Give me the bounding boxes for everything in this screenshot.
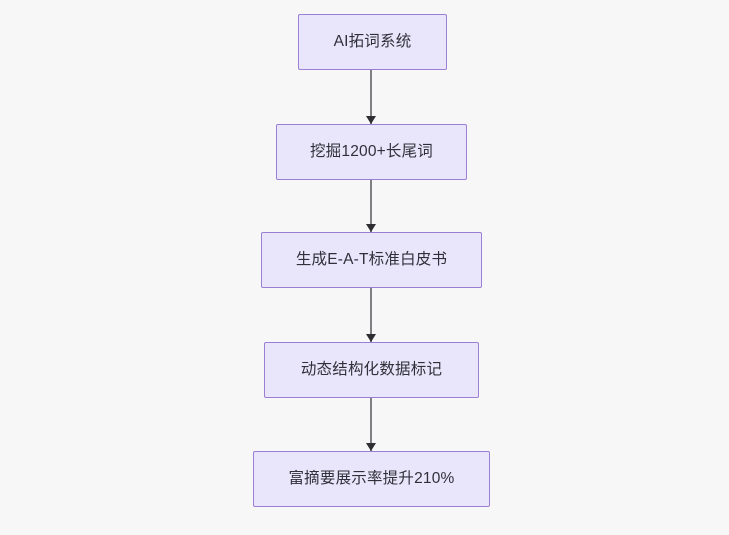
flow-node-label: 挖掘1200+长尾词 <box>309 142 434 160</box>
edge-line <box>370 180 372 232</box>
flow-node-rich-snippet-impression-lift[interactable]: 富摘要展示率提升210% <box>253 451 490 507</box>
arrow-down-icon <box>365 442 376 451</box>
flow-edge-4 <box>365 398 376 451</box>
arrow-down-icon <box>365 333 376 342</box>
edge-line <box>370 288 372 342</box>
arrow-down-icon <box>365 115 376 124</box>
flow-node-label: 动态结构化数据标记 <box>300 360 443 378</box>
edge-line <box>370 398 372 451</box>
flow-node-generate-eat-whitepaper[interactable]: 生成E-A-T标准白皮书 <box>261 232 482 288</box>
flow-node-label: 生成E-A-T标准白皮书 <box>295 250 448 268</box>
flow-node-label: 富摘要展示率提升210% <box>288 469 455 487</box>
flow-edge-3 <box>365 288 376 342</box>
flow-node-dynamic-structured-data-markup[interactable]: 动态结构化数据标记 <box>264 342 479 398</box>
flow-node-label: AI拓词系统 <box>333 32 412 50</box>
flow-edge-2 <box>365 180 376 232</box>
edge-line <box>370 70 372 124</box>
flow-node-mine-longtail-keywords[interactable]: 挖掘1200+长尾词 <box>276 124 467 180</box>
flow-edge-1 <box>365 70 376 124</box>
flow-node-ai-keyword-system[interactable]: AI拓词系统 <box>298 14 447 70</box>
arrow-down-icon <box>365 223 376 232</box>
